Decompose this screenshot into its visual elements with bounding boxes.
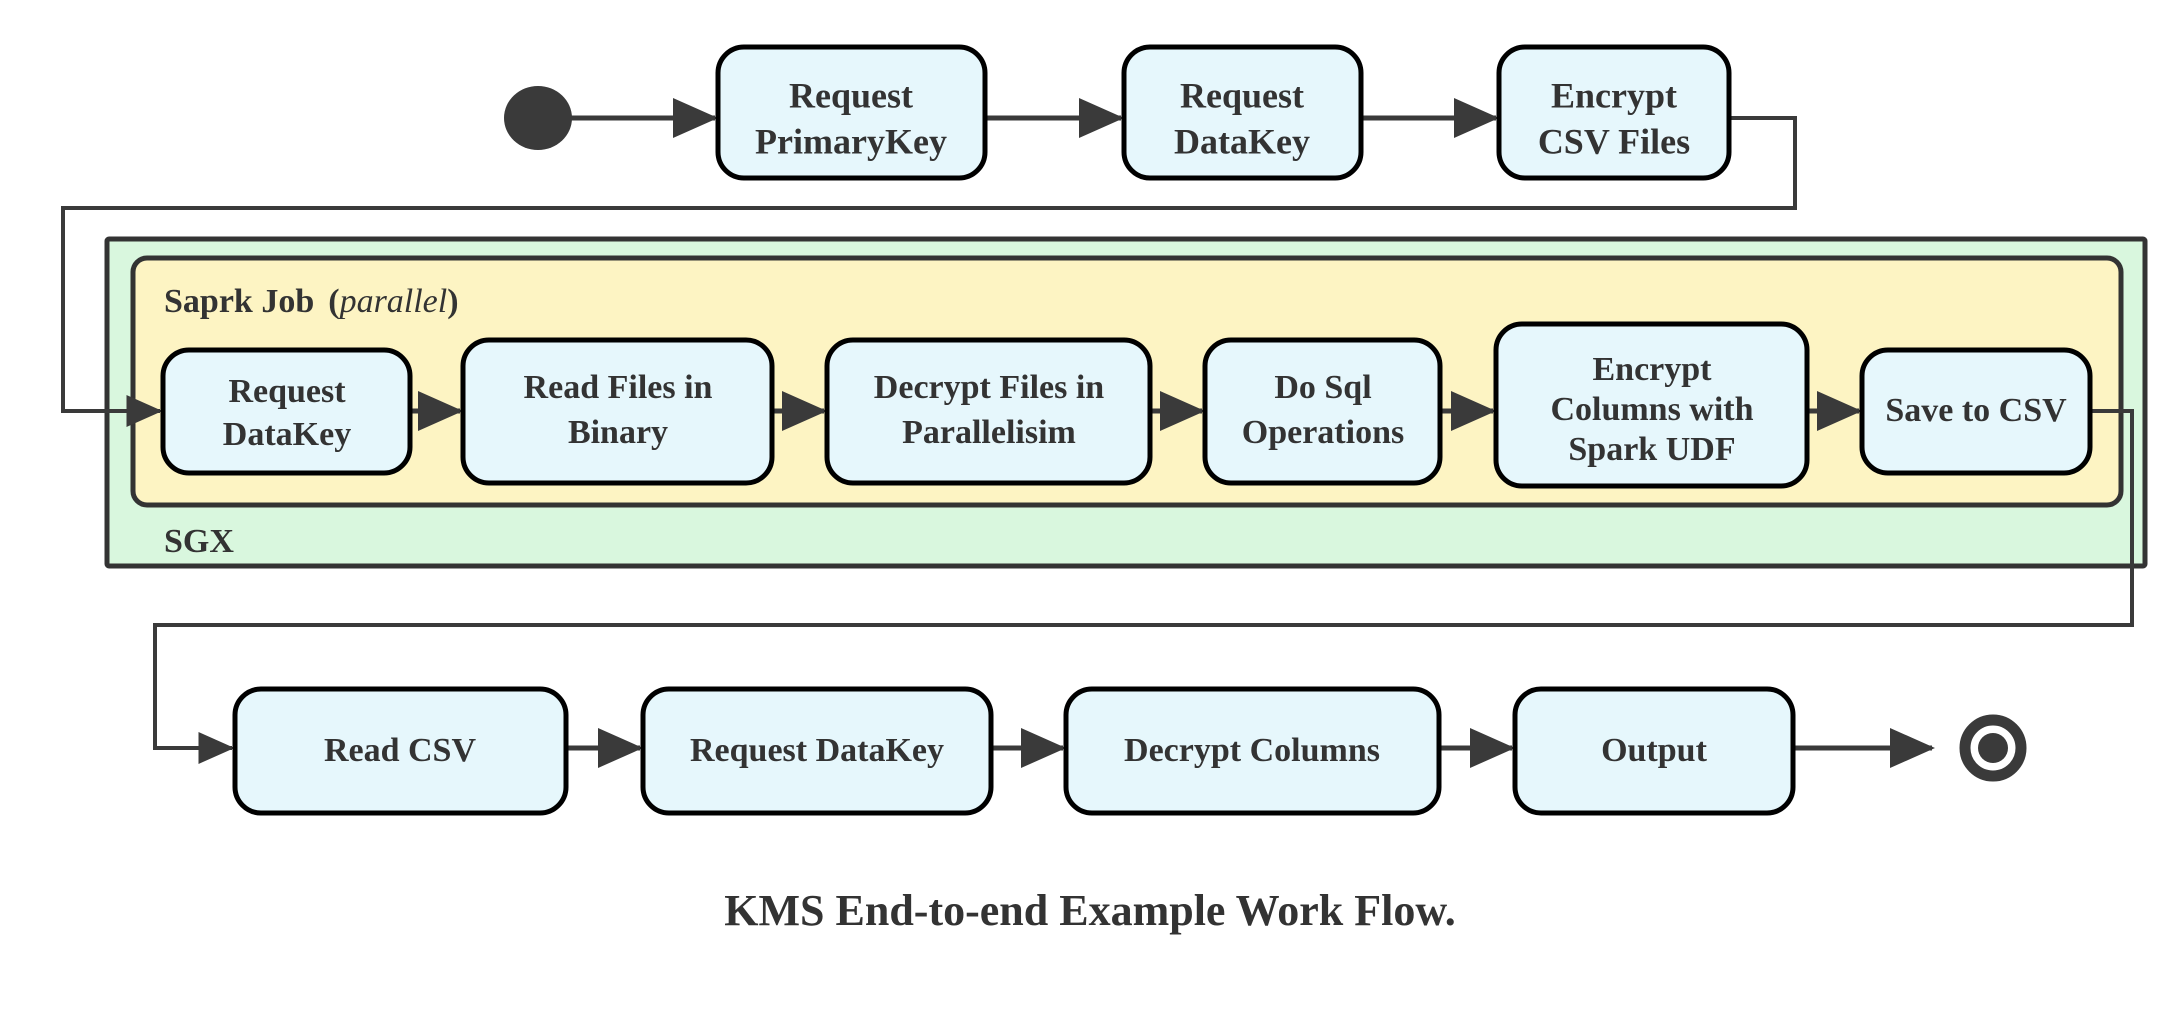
node-label-line1: Request: [1180, 75, 1304, 115]
node-request-datakey-spark[interactable]: Request DataKey: [160, 347, 413, 476]
node-encrypt-csv-files[interactable]: Encrypt CSV Files: [1496, 44, 1732, 181]
spark-job-qualifier-close: ): [447, 283, 458, 320]
node-label-line2: Parallelisim: [902, 414, 1076, 451]
node-label-line1: Do Sql: [1274, 369, 1371, 406]
node-label-line2: PrimaryKey: [755, 121, 947, 161]
node-label-line1: Read CSV: [324, 732, 477, 769]
node-label-line1: Encrypt: [1551, 75, 1677, 115]
node-do-sql-operations[interactable]: Do Sql Operations: [1202, 337, 1443, 486]
node-decrypt-files-in-parallelisim[interactable]: Decrypt Files in Parallelisim: [824, 337, 1153, 486]
node-label-line3: Spark UDF: [1568, 431, 1735, 468]
node-encrypt-columns-with-spark-udf[interactable]: Encrypt Columns with Spark UDF: [1493, 321, 1810, 489]
node-request-primarykey[interactable]: Request PrimaryKey: [715, 44, 988, 181]
node-request-datakey-top[interactable]: Request DataKey: [1121, 44, 1364, 181]
node-label-line1: Decrypt Files in: [874, 369, 1104, 406]
node-save-to-csv[interactable]: Save to CSV: [1859, 347, 2093, 476]
node-label-line1: Decrypt Columns: [1124, 732, 1380, 769]
node-request-datakey-bottom[interactable]: Request DataKey: [640, 686, 994, 816]
start-node: [504, 86, 572, 150]
spark-job-qualifier-open: (: [328, 283, 339, 320]
figure-caption: KMS End-to-end Example Work Flow.: [724, 886, 1455, 935]
node-read-csv[interactable]: Read CSV: [232, 686, 569, 816]
node-output[interactable]: Output: [1512, 686, 1796, 816]
node-label-line1: Output: [1601, 732, 1707, 769]
node-label-line2: Binary: [568, 414, 668, 451]
node-label-line1: Request: [789, 75, 913, 115]
connector-encrypt-csv-to-spark-datakey: [61, 116, 1797, 427]
spark-job-title: Saprk Job (parallel): [164, 283, 459, 320]
node-label-line1: Read Files in: [524, 369, 713, 406]
node-label-line2: Columns with: [1550, 391, 1753, 428]
sgx-label: SGX: [164, 523, 234, 560]
node-label-line1: Request: [228, 373, 346, 410]
connector-save-csv-to-read-csv: [153, 409, 2134, 764]
node-label-line2: DataKey: [1174, 121, 1310, 161]
node-decrypt-columns[interactable]: Decrypt Columns: [1063, 686, 1442, 816]
node-label-line1: Encrypt: [1593, 351, 1713, 388]
node-label-line1: Save to CSV: [1885, 392, 2067, 429]
spark-job-qualifier-word: parallel: [338, 283, 448, 320]
node-label-line2: DataKey: [223, 416, 351, 453]
end-node: [1959, 714, 2027, 782]
node-read-files-in-binary[interactable]: Read Files in Binary: [460, 337, 775, 486]
spark-job-label: Saprk Job: [164, 283, 314, 320]
node-label-line2: CSV Files: [1538, 121, 1690, 161]
node-label-line1: Request DataKey: [690, 732, 944, 769]
node-label-line2: Operations: [1242, 414, 1404, 451]
